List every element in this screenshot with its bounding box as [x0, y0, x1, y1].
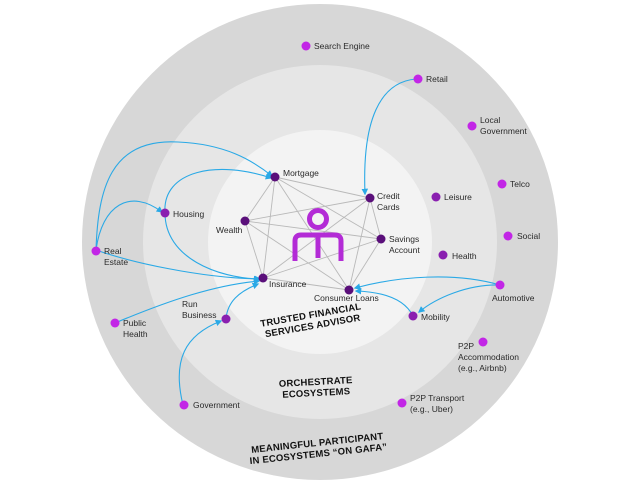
arrow-run-business-to-insurance	[225, 282, 260, 319]
svg-text:P2P Transport: P2P Transport	[410, 393, 465, 403]
arrow-real-estate-to-mortgage	[95, 141, 274, 251]
svg-text:Social: Social	[517, 231, 540, 241]
svg-text:Real: Real	[104, 246, 122, 256]
arrow-housing-to-mortgage	[164, 168, 273, 214]
ecosystem-flow-arrows	[95, 78, 501, 406]
core-node-insurance: Insurance	[258, 273, 307, 289]
outer-node-real-estate: Real Estate	[91, 246, 128, 267]
ecosystem-node-leisure: Leisure	[431, 192, 472, 202]
svg-text:(e.g., Airbnb): (e.g., Airbnb)	[458, 363, 507, 373]
core-node-consumer-loans: Consumer Loans	[314, 285, 379, 303]
svg-text:Automotive: Automotive	[492, 293, 535, 303]
svg-text:P2P: P2P	[458, 341, 474, 351]
outer-node-telco: Telco	[497, 179, 530, 189]
middle-ring-title: ORCHESTRATE ECOSYSTEMS	[279, 375, 353, 401]
svg-text:Search Engine: Search Engine	[314, 41, 370, 51]
outer-node-automotive: Automotive	[492, 280, 535, 303]
svg-text:Government: Government	[193, 400, 240, 410]
person-logo-icon	[292, 208, 344, 261]
arrow-government-to-run-business	[178, 319, 223, 406]
svg-text:Insurance: Insurance	[269, 279, 307, 289]
svg-text:Telco: Telco	[510, 179, 530, 189]
svg-text:Account: Account	[389, 245, 420, 255]
svg-text:Run: Run	[182, 299, 198, 309]
outer-node-p2p-accommodation: P2P Accommodation (e.g., Airbnb)	[458, 337, 519, 373]
arrow-mobility-to-consumer-loans	[354, 287, 414, 317]
svg-text:Leisure: Leisure	[444, 192, 472, 202]
core-node-mortgage: Mortgage	[270, 168, 319, 182]
svg-text:Cards: Cards	[377, 202, 400, 212]
svg-text:Public: Public	[123, 318, 147, 328]
svg-text:Retail: Retail	[426, 74, 448, 84]
arrow-automotive-to-mobility	[417, 284, 501, 313]
ecosystem-node-housing: Housing	[160, 208, 204, 219]
svg-text:Government: Government	[480, 126, 527, 136]
svg-text:Business: Business	[182, 310, 217, 320]
ecosystem-node-health: Health	[438, 250, 477, 261]
arrow-retail-to-credit-cards	[361, 78, 417, 196]
core-node-wealth: Wealth	[216, 216, 250, 235]
outer-node-retail: Retail	[413, 74, 448, 84]
svg-text:Accommodation: Accommodation	[458, 352, 519, 362]
arrow-housing-to-insurance	[164, 212, 261, 283]
svg-text:Mobility: Mobility	[421, 312, 451, 322]
svg-text:Savings: Savings	[389, 234, 419, 244]
svg-text:Housing: Housing	[173, 209, 204, 219]
svg-text:Health: Health	[452, 251, 477, 261]
middle-ring-title-line1: ORCHESTRATE	[279, 375, 353, 390]
svg-text:Wealth: Wealth	[216, 225, 243, 235]
ecosystem-node-mobility: Mobility	[408, 311, 451, 322]
arrow-real-estate-to-insurance	[95, 249, 262, 283]
arrow-real-estate-to-housing	[95, 200, 164, 251]
svg-text:Mortgage: Mortgage	[283, 168, 319, 178]
svg-text:Credit: Credit	[377, 191, 400, 201]
outer-node-local-government: Local Government	[467, 115, 527, 136]
outer-node-public-health: Public Health	[110, 318, 148, 339]
outer-node-search-engine: Search Engine	[301, 41, 370, 51]
svg-text:Local: Local	[480, 115, 500, 125]
ecosystem-node-run-business: Run Business	[182, 299, 231, 324]
core-node-savings-account: Savings Account	[376, 234, 420, 255]
outer-node-social: Social	[503, 231, 540, 241]
svg-text:Consumer Loans: Consumer Loans	[314, 293, 379, 303]
outer-node-p2p-transport: P2P Transport (e.g., Uber)	[397, 393, 465, 414]
svg-text:Estate: Estate	[104, 257, 128, 267]
svg-text:Health: Health	[123, 329, 148, 339]
outer-node-government: Government	[179, 400, 240, 410]
svg-text:(e.g., Uber): (e.g., Uber)	[410, 404, 453, 414]
core-node-credit-cards: Credit Cards	[365, 191, 400, 212]
middle-ring-title-line2: ECOSYSTEMS	[282, 386, 350, 401]
arrow-automotive-to-consumer-loans	[353, 276, 501, 290]
arrow-public-health-to-insurance	[114, 278, 261, 324]
